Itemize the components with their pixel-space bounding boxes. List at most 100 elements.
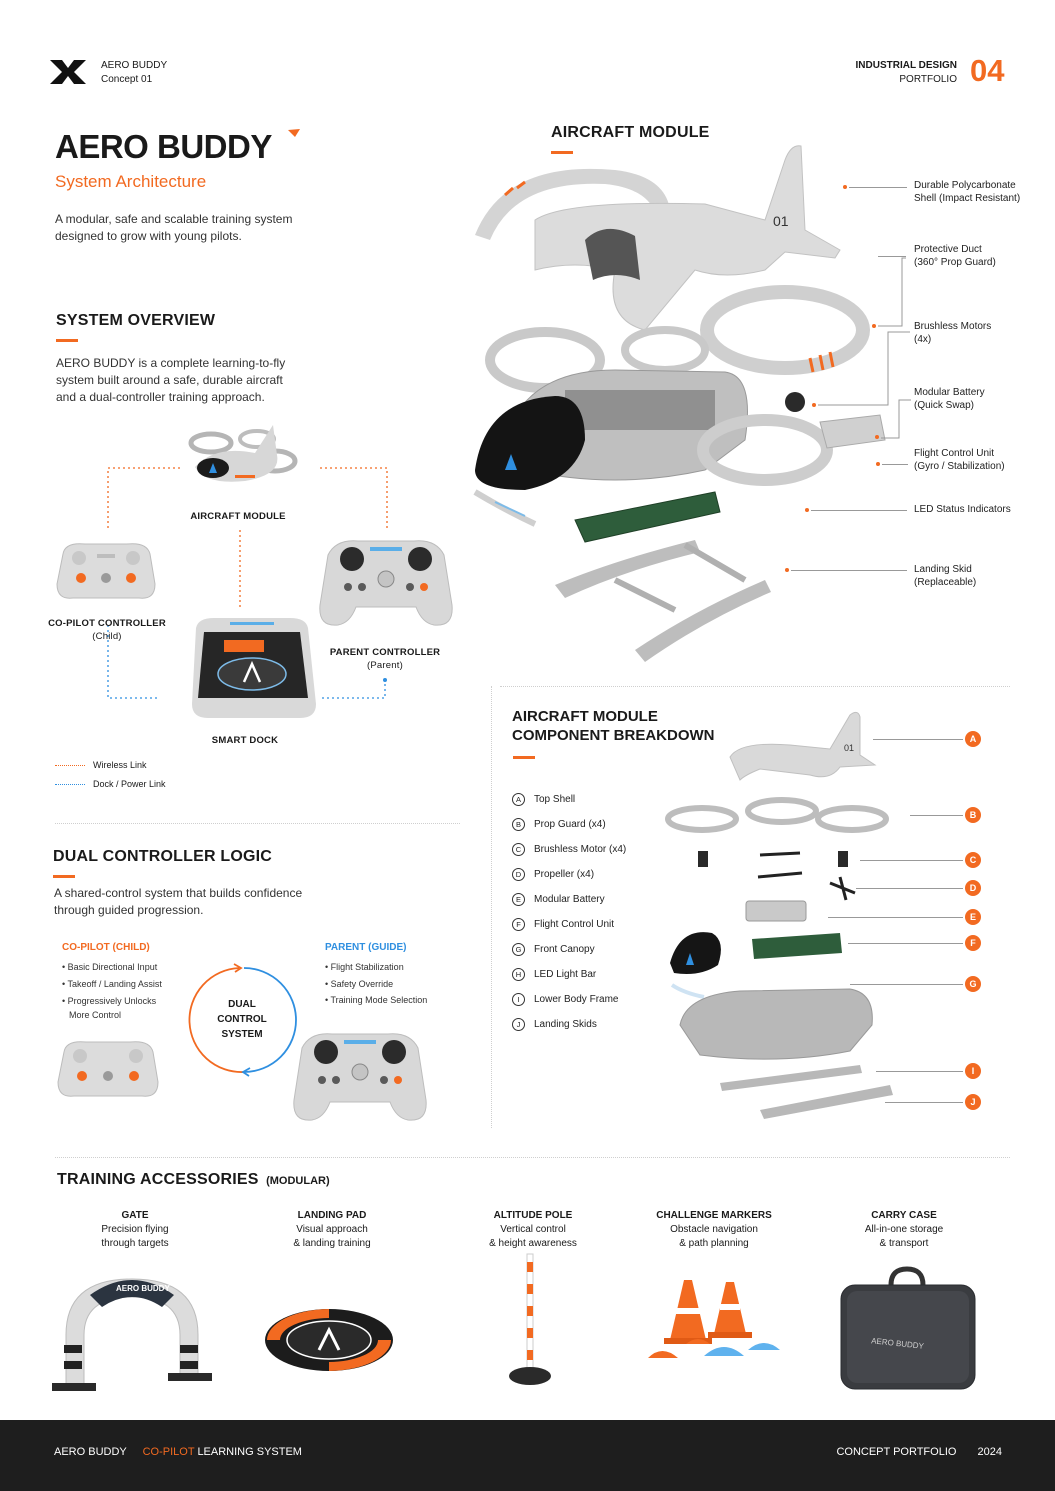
annotation-motors: Brushless Motors(4x): [914, 321, 992, 345]
annotation-line: [850, 984, 963, 985]
annotation-dot: [872, 324, 876, 328]
carry-case-image: AERO BUDDY: [835, 1265, 980, 1395]
annotation-duct: Protective Duct(360° Prop Guard): [914, 244, 996, 268]
page-subtitle: System Architecture: [55, 172, 207, 191]
aircraft-module-heading: AIRCRAFT MODULE: [551, 124, 710, 141]
parent-controller-label: PARENT CONTROLLER (Parent): [329, 647, 441, 671]
annotation-fcu: Flight Control Unit(Gyro / Stabilization…: [914, 448, 1005, 472]
parent-controller-image: [292, 1028, 428, 1125]
badge-g: G: [965, 976, 981, 992]
breakdown-heading: AIRCRAFT MODULE COMPONENT BREAKDOWN: [512, 708, 715, 744]
smart-dock-image: [190, 612, 318, 720]
annotation-line: [818, 331, 910, 406]
footer: AERO BUDDY CO-PILOT LEARNING SYSTEM CONC…: [0, 1420, 1055, 1491]
altitude-pole-image: [505, 1252, 555, 1389]
annotation-line: [876, 1071, 963, 1072]
challenge-markers-image: [640, 1272, 790, 1372]
badge-f: F: [965, 935, 981, 951]
badge-j: J: [965, 1094, 981, 1110]
section-accent-line: [513, 756, 535, 759]
annotation-line: [828, 917, 963, 918]
system-overview-description: AERO BUDDY is a complete learning-to-fly…: [56, 356, 286, 404]
accessories-heading: TRAINING ACCESSORIES (MODULAR): [57, 1171, 330, 1188]
annotation-led: LED Status Indicators: [914, 504, 1011, 515]
badge-i: I: [965, 1063, 981, 1079]
annotation-dot: [785, 568, 789, 572]
annotation-line: [910, 815, 963, 816]
page-title: AERO BUDDY: [55, 128, 272, 165]
accessory-landing-pad: LANDING PAD Visual approach & landing tr…: [293, 1210, 371, 1249]
annotation-dot: [812, 403, 816, 407]
copilot-controller-image: [55, 540, 157, 602]
tail-number: 01: [844, 743, 854, 753]
system-connection-lines: [107, 467, 388, 699]
dual-controller-heading: DUAL CONTROLLER LOGIC: [53, 848, 273, 865]
section-accent-line: [551, 151, 573, 154]
page-number: 04: [970, 53, 1005, 88]
accessory-gate: GATE Precision flying through targets: [101, 1210, 169, 1249]
annotation-line: [882, 464, 908, 465]
section-divider: [55, 823, 460, 824]
hero-description: A modular, safe and scalable training sy…: [55, 212, 293, 243]
dual-control-center-label: DUAL CONTROL SYSTEM: [217, 999, 267, 1040]
badge-c: C: [965, 852, 981, 868]
annotation-line: [791, 570, 907, 571]
section-accent-line: [53, 875, 75, 878]
gate-image: AERO BUDDY: [50, 1265, 215, 1400]
copilot-controller-label: CO-PILOT CONTROLLER (Child): [48, 618, 166, 642]
section-divider-vertical: [491, 686, 492, 1128]
system-overview-heading: SYSTEM OVERVIEW: [56, 312, 216, 329]
legend-wireless: Wireless Link: [55, 760, 147, 770]
badge-e: E: [965, 909, 981, 925]
annotation-line: [860, 860, 963, 861]
dual-control-cycle-diagram: [188, 963, 297, 1077]
section-divider: [55, 1157, 1010, 1158]
component-breakdown-image: 01: [660, 705, 915, 1125]
copilot-child-heading: CO-PILOT (CHILD): [62, 942, 150, 953]
annotation-line: [848, 943, 963, 944]
parent-guide-heading: PARENT (GUIDE): [325, 942, 407, 953]
dual-controller-description: A shared-control system that builds conf…: [54, 886, 303, 917]
annotation-line: [881, 399, 911, 439]
smart-dock-label: SMART DOCK: [211, 735, 279, 746]
gate-print: AERO BUDDY: [116, 1284, 170, 1293]
accessory-challenge-markers: CHALLENGE MARKERS Obstacle navigation & …: [656, 1210, 772, 1249]
accessory-carry-case: CARRY CASE All-in-one storage & transpor…: [864, 1210, 944, 1249]
badge-d: D: [965, 880, 981, 896]
tail-number: 01: [773, 213, 789, 229]
annotation-dot: [805, 508, 809, 512]
annotation-battery: Modular Battery(Quick Swap): [914, 387, 985, 411]
annotation-dot: [875, 435, 879, 439]
aircraft-module-label: AIRCRAFT MODULE: [190, 511, 286, 522]
header-portfolio: INDUSTRIAL DESIGN PORTFOLIO: [855, 60, 958, 85]
annotation-line: [856, 888, 963, 889]
annotation-line: [811, 510, 907, 511]
section-divider: [500, 686, 1010, 687]
copilot-bullets: • Basic Directional Input • Takeoff / La…: [62, 962, 162, 1020]
parent-bullets: • Flight Stabilization • Safety Override…: [325, 962, 428, 1005]
annotation-skid: Landing Skid(Replaceable): [914, 564, 977, 588]
logo-icon: [48, 58, 88, 86]
header-brand: AERO BUDDY Concept 01: [101, 60, 168, 85]
annotation-line: [885, 1102, 963, 1103]
annotation-dot: [876, 462, 880, 466]
annotation-line: [849, 187, 907, 188]
annotation-line: [873, 739, 963, 740]
exploded-aircraft-image: 01: [465, 140, 895, 665]
title-accent-icon: [287, 125, 301, 137]
annotation-line: [878, 256, 906, 327]
section-accent-line: [56, 339, 78, 342]
badge-b: B: [965, 807, 981, 823]
copilot-controller-image: [56, 1038, 160, 1100]
